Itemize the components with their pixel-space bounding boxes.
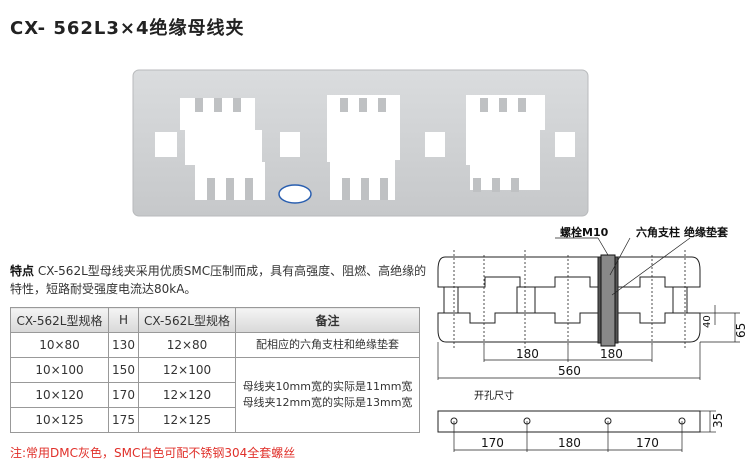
product-label-sticker [278,184,312,204]
cell: 10×125 [10,407,109,433]
remark-line: 母线夹10mm宽的实际是11mm宽 [242,380,413,393]
dim-65: 65 [734,323,748,338]
hole-dim-170-right: 170 [636,436,659,450]
label-bolt: 螺栓M10 [560,225,609,239]
hole-dim-170-left: 170 [481,436,504,450]
label-post: 六角支柱 [636,225,680,239]
header-h: H [108,307,139,333]
dim-180-right: 180 [600,347,623,361]
description-text: CX-562L型母线夹采用优质SMC压制而成，具有高强度、阻燃、高绝缘的特性，短… [10,264,427,296]
description-label: 特点 [10,264,35,278]
dim-40: 40 [702,315,713,328]
dim-560: 560 [558,364,581,378]
cell: 10×80 [10,332,109,358]
note-text: 注:常用DMC灰色，SMC白色可配不锈钢304全套螺丝 [10,446,296,460]
hole-size-title: 开孔尺寸 [474,389,514,402]
remark-cell: 母线夹10mm宽的实际是11mm宽母线夹12mm宽的实际是13mm宽 [235,357,420,433]
label-sleeve: 绝缘垫套 [684,225,729,239]
cell: 12×120 [138,382,236,408]
cell: 130 [108,332,139,358]
cell: 175 [108,407,139,433]
product-description: 特点 CX-562L型母线夹采用优质SMC压制而成，具有高强度、阻燃、高绝缘的特… [10,262,430,298]
dim-35: 35 [711,413,725,428]
table-header-row: CX-562L型规格 H CX-562L型规格 备注 [10,307,420,333]
product-photo [132,69,589,217]
hole-dim-180: 180 [558,436,581,450]
header-remark: 备注 [235,307,420,333]
cell: 12×125 [138,407,236,433]
remark-line: 母线夹12mm宽的实际是13mm宽 [242,396,413,409]
cell: 12×100 [138,357,236,383]
cell: 10×120 [10,382,109,408]
page-title: CX- 562L3×4绝缘母线夹 [10,18,245,39]
cell: 170 [108,382,139,408]
header-spec-10: CX-562L型规格 [10,307,109,333]
dim-180-left: 180 [516,347,539,361]
